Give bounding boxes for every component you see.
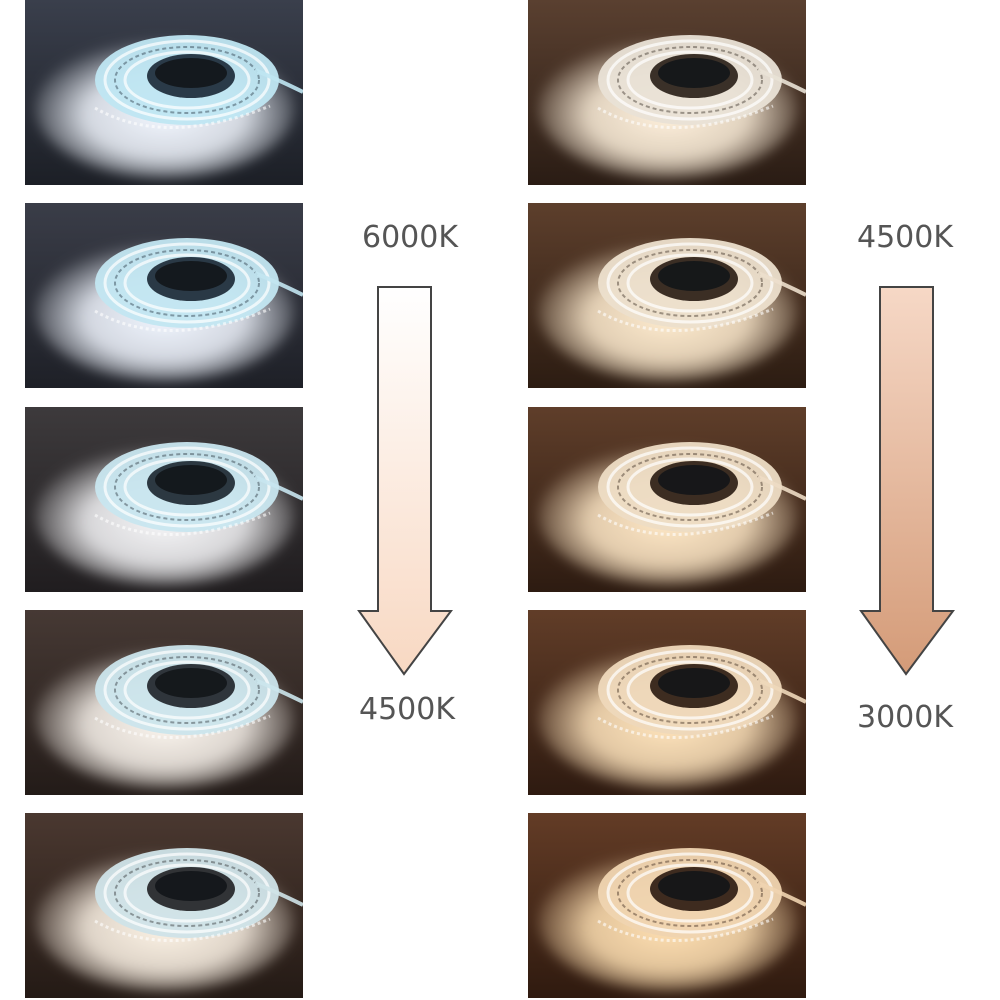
led-photo-left-3 bbox=[25, 407, 303, 592]
led-photo-right-2 bbox=[528, 203, 806, 388]
right-top-label: 4500K bbox=[857, 220, 954, 255]
led-photo-right-4 bbox=[528, 610, 806, 795]
right-bottom-label: 3000K bbox=[857, 700, 954, 735]
left-down-arrow-icon bbox=[357, 286, 453, 676]
right-down-arrow-icon bbox=[859, 286, 955, 676]
left-bottom-label: 4500K bbox=[359, 692, 456, 727]
left-top-label: 6000K bbox=[362, 220, 459, 255]
led-photo-left-4 bbox=[25, 610, 303, 795]
led-coil-drawing bbox=[25, 407, 303, 592]
led-coil-drawing bbox=[528, 813, 806, 998]
led-photo-right-5 bbox=[528, 813, 806, 998]
led-photo-right-1 bbox=[528, 0, 806, 185]
led-photo-left-1 bbox=[25, 0, 303, 185]
led-coil-drawing bbox=[25, 813, 303, 998]
led-photo-left-5 bbox=[25, 813, 303, 998]
led-coil-drawing bbox=[25, 203, 303, 388]
led-photo-right-3 bbox=[528, 407, 806, 592]
led-coil-drawing bbox=[528, 407, 806, 592]
led-coil-drawing bbox=[25, 0, 303, 185]
led-coil-drawing bbox=[528, 610, 806, 795]
led-coil-drawing bbox=[25, 610, 303, 795]
led-photo-left-2 bbox=[25, 203, 303, 388]
led-coil-drawing bbox=[528, 0, 806, 185]
led-coil-drawing bbox=[528, 203, 806, 388]
